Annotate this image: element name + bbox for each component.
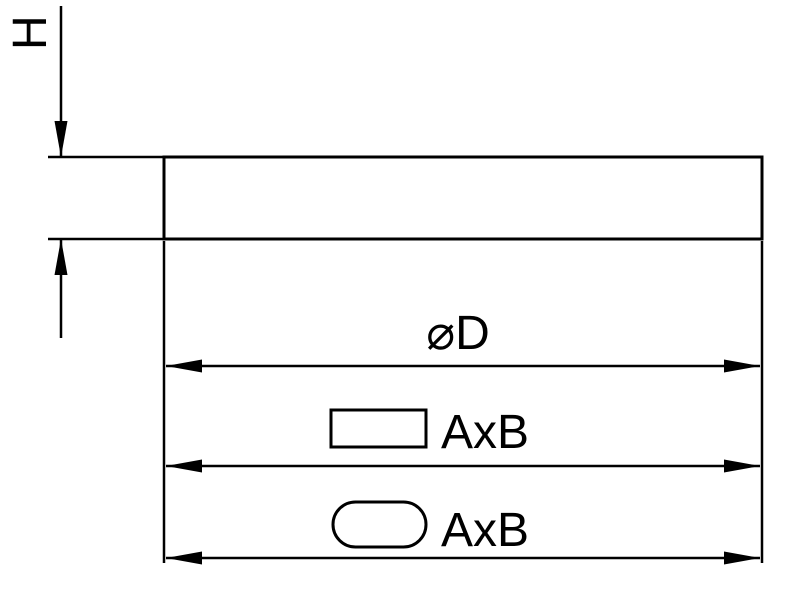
rect-size-dimension: AxB	[166, 406, 760, 473]
oval-size-arrow-left-icon	[166, 551, 202, 565]
rect-size-arrow-right-icon	[724, 459, 760, 473]
cross-section-hatched-rect	[162, 155, 764, 241]
part-cross-section	[162, 155, 764, 241]
diameter-dimension-label: ⌀D	[426, 307, 490, 360]
rect-size-arrow-left-icon	[166, 459, 202, 473]
diameter-dim-arrow-left-icon	[166, 359, 202, 373]
height-dim-arrow-down-icon	[54, 121, 68, 157]
diameter-dimension: ⌀D	[166, 307, 760, 373]
width-extension-lines	[162, 241, 764, 563]
oval-shape-icon	[331, 500, 428, 549]
rectangle-shape-icon	[329, 408, 428, 449]
rect-size-label: AxB	[441, 406, 529, 459]
height-dimension: H	[4, 6, 163, 338]
oval-size-arrow-right-icon	[724, 551, 760, 565]
height-dimension-label: H	[4, 15, 57, 50]
diameter-dim-arrow-right-icon	[724, 359, 760, 373]
oval-size-label: AxB	[441, 504, 529, 557]
oval-size-dimension: AxB	[166, 500, 760, 565]
